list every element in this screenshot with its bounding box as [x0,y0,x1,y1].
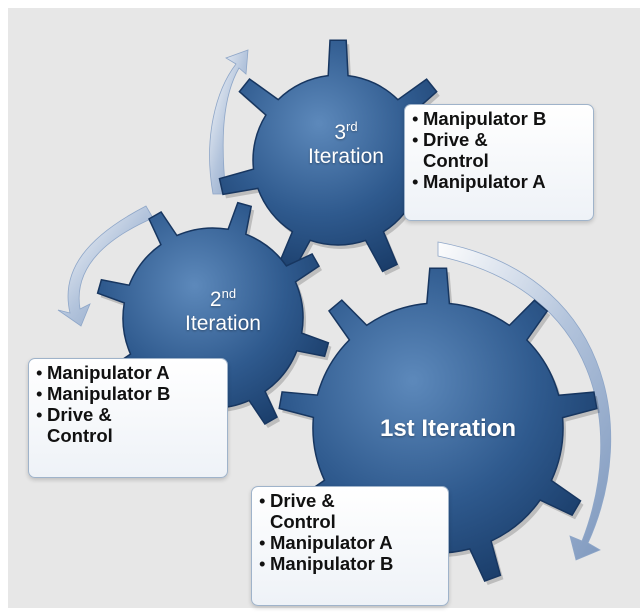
second-iteration-note: Manipulator AManipulator BDrive &Control [28,358,228,478]
arrow-first-to-second [437,241,612,561]
note-item: Manipulator B [411,108,585,129]
note-item: Drive &Control [258,490,440,532]
first-iteration-title: 1st Iteration [379,415,517,442]
note-item: Manipulator B [258,553,440,574]
note-item-text: Manipulator A [423,171,546,192]
diagram-canvas: 3rd Iteration 2nd Iteration 1st Iteratio… [8,8,640,608]
note-item: Manipulator B [35,383,219,404]
note-item-text: Drive & [270,490,335,511]
note-item-text: Control [423,150,489,171]
note-item-text: Drive & [423,129,488,150]
note-item: Manipulator A [411,171,585,192]
second-ordinal-suffix: nd [221,286,237,302]
third-ordinal: 3 [334,121,347,144]
note-item-text: Drive & [47,404,112,425]
note-item: Drive &Control [35,404,219,446]
arrow-third-to-top [209,49,249,195]
note-item-text: Manipulator B [270,553,394,574]
note-item-text: Control [270,511,336,532]
third-iteration-gear-label: 3rd Iteration [276,119,416,169]
third-iteration-gear [218,39,458,273]
arrow-second-loop [57,205,154,327]
note-item-text: Manipulator A [47,362,170,383]
third-ordinal-suffix: rd [346,119,358,135]
note-item: Drive &Control [411,129,585,171]
note-item-text: Control [47,425,113,446]
second-ordinal: 2 [209,288,222,311]
note-item: Manipulator A [35,362,219,383]
first-iteration-gear-label: 1st Iteration [353,415,543,443]
third-iteration-word: Iteration [308,145,384,169]
note-item: Manipulator A [258,532,440,553]
note-item-text: Manipulator A [270,532,393,553]
first-iteration-note: Drive &ControlManipulator AManipulator B [251,486,449,606]
second-iteration-gear-label: 2nd Iteration [153,286,293,336]
third-iteration-note: Manipulator BDrive &ControlManipulator A [404,104,594,221]
note-item-text: Manipulator B [423,108,547,129]
note-item-text: Manipulator B [47,383,171,404]
second-iteration-word: Iteration [185,312,261,336]
